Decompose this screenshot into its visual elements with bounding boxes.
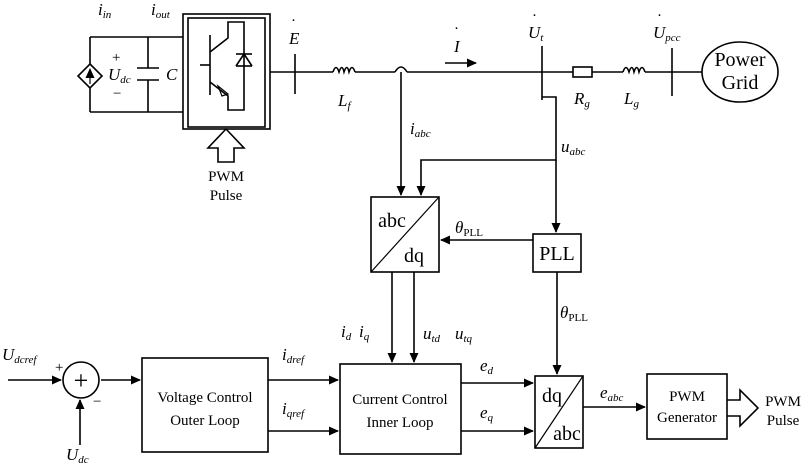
label-iabc: iabc [410,119,431,140]
label-iq: iq [359,322,370,343]
label-rg: Rg [573,89,590,110]
label-iqref: iqref [282,399,306,420]
summing-junction: + [62,361,100,399]
label-udc-left: Udc [108,65,131,86]
label-c: C [166,65,178,84]
pwm-generator-block: PWM Generator [646,373,728,440]
label-utd: utd [423,324,441,345]
dq-abc-top-label: dq [542,385,562,407]
label-udc-bottom: Udc [66,445,89,466]
control-wiring [8,235,646,445]
pwm-pulse-top-line2: Pulse [210,188,243,204]
label-sum-minus: − [93,394,101,410]
label-lf: Lf [337,91,352,112]
label-i-in: iin [98,0,112,21]
label-udcref: Udcref [2,345,38,366]
label-i-phasor: I [453,37,461,56]
label-ut: Ut [528,23,544,44]
pll-block: PLL [532,233,582,273]
pll-label: PLL [539,243,575,265]
pwm-pulse-top-line1: PWM [208,169,244,185]
label-idref: idref [282,345,306,366]
svg-text:+: + [74,366,89,395]
label-minus: − [113,86,121,102]
abc-dq-transform-block: abc dq [370,196,440,273]
current-control-label-line1: Current Control [352,392,447,408]
label-uabc: uabc [561,137,586,158]
capacitor-icon [137,67,159,81]
power-grid: Power Grid [701,41,779,103]
label-id: id [341,322,352,343]
inductor-lf-icon [332,66,356,75]
label-e: E [288,29,300,48]
label-eq: eq [480,403,494,424]
power-grid-label-line1: Power [714,49,765,71]
pwm-generator-label-line1: PWM [669,389,705,405]
ac-line [270,46,702,100]
label-theta-pll-1: θPLL [455,218,483,239]
label-lg: Lg [623,89,639,110]
measurement-wiring [396,72,561,233]
svg-text:·: · [657,8,662,24]
inverter-icon [182,13,271,130]
label-theta-pll-2: θPLL [560,303,588,324]
svg-text:·: · [532,8,537,24]
label-upcc: Upcc [653,23,681,44]
pwm-pulse-out-line2: Pulse [767,413,800,429]
pwm-generator-label-line2: Generator [657,410,717,426]
pwm-pulse-input-arrow-icon [206,127,246,163]
current-control-inner-loop-block: Current Control Inner Loop [339,363,462,455]
label-plus: + [112,50,120,66]
svg-text:·: · [454,21,459,37]
label-sum-plus: + [55,360,63,376]
voltage-control-outer-loop-block: Voltage Control Outer Loop [141,357,269,453]
voltage-control-label-line1: Voltage Control [157,390,252,406]
dq-abc-bottom-label: abc [553,423,581,445]
abc-dq-bottom-label: dq [404,245,424,267]
pwm-pulse-output-arrow-icon [727,388,760,428]
dq-abc-transform-block: dq abc [534,375,584,449]
abc-dq-top-label: abc [378,210,406,232]
power-grid-label-line2: Grid [722,72,759,94]
label-ed: ed [480,356,494,377]
pwm-pulse-out-line1: PWM [765,394,801,410]
voltage-control-label-line2: Outer Loop [170,413,240,429]
power-circuit [89,36,183,113]
inductor-lg-icon [622,66,646,75]
current-source-icon [76,62,104,90]
label-utq: utq [455,324,473,345]
label-eabc: eabc [600,383,624,404]
current-control-label-line2: Inner Loop [366,415,433,431]
label-i-out: iout [151,0,171,21]
resistor-rg-icon [572,66,593,78]
svg-text:·: · [291,13,296,29]
